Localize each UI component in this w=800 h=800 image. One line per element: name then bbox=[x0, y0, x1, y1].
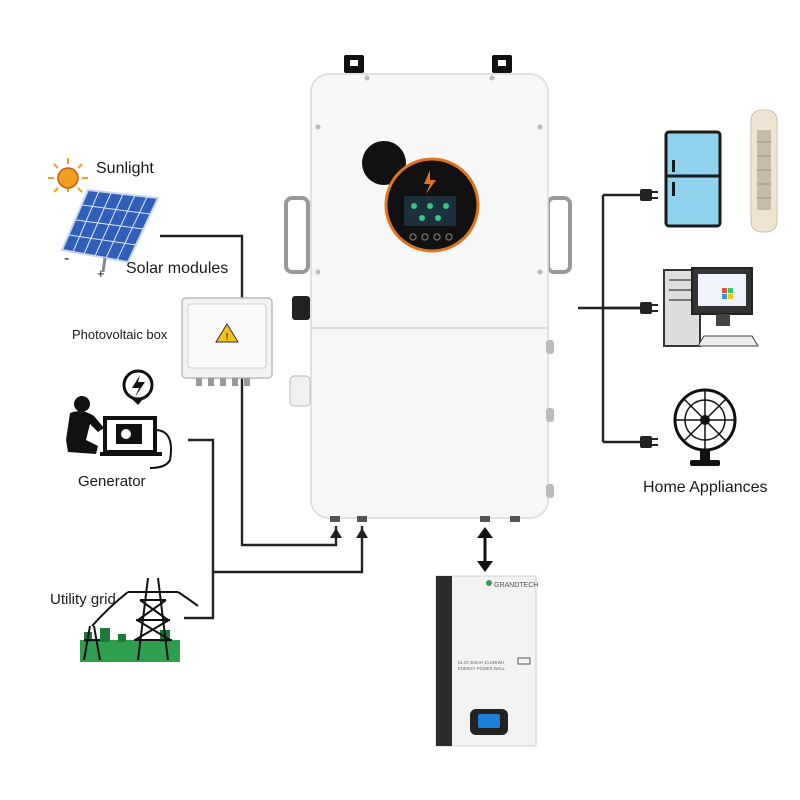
sun-icon bbox=[48, 158, 88, 193]
label-sunlight: Sunlight bbox=[96, 160, 154, 177]
power-pylon-icon bbox=[80, 577, 199, 662]
battery-model-line2: ENERGY POWER WALL bbox=[458, 666, 506, 671]
grid-wire bbox=[184, 572, 215, 620]
plug-icon bbox=[640, 189, 658, 448]
double-arrow-icon bbox=[477, 527, 493, 572]
junction-box-icon: ! bbox=[181, 297, 273, 386]
electric-fan-icon bbox=[673, 388, 737, 466]
label-solar-minus: - bbox=[64, 250, 70, 267]
appliance-bus-branches bbox=[603, 193, 640, 444]
arrow-icon bbox=[330, 528, 368, 538]
label-solar-modules: Solar modules bbox=[126, 260, 229, 277]
label-photovoltaic-box: Photovoltaic box bbox=[72, 327, 168, 342]
battery-model-line1: 51.2V 200AH 10.24KWH bbox=[458, 660, 504, 665]
svg-text:!: ! bbox=[225, 332, 229, 343]
label-generator: Generator bbox=[78, 473, 146, 490]
inverter-unit bbox=[284, 55, 572, 522]
wiring bbox=[160, 193, 640, 620]
label-utility-grid: Utility grid bbox=[50, 591, 116, 608]
desktop-computer-icon bbox=[663, 267, 759, 347]
battery-brand: GRANDTECH bbox=[494, 582, 538, 589]
label-home-appliances: Home Appliances bbox=[643, 479, 768, 496]
generator-icon bbox=[66, 369, 172, 469]
tower-air-conditioner-icon bbox=[750, 109, 778, 233]
power-knob bbox=[362, 141, 406, 185]
solar-wire bbox=[160, 234, 338, 547]
refrigerator-icon bbox=[664, 130, 722, 228]
battery-power-wall bbox=[435, 575, 537, 747]
label-solar-plus: + bbox=[97, 266, 105, 281]
solar-panel-icon bbox=[60, 188, 160, 273]
